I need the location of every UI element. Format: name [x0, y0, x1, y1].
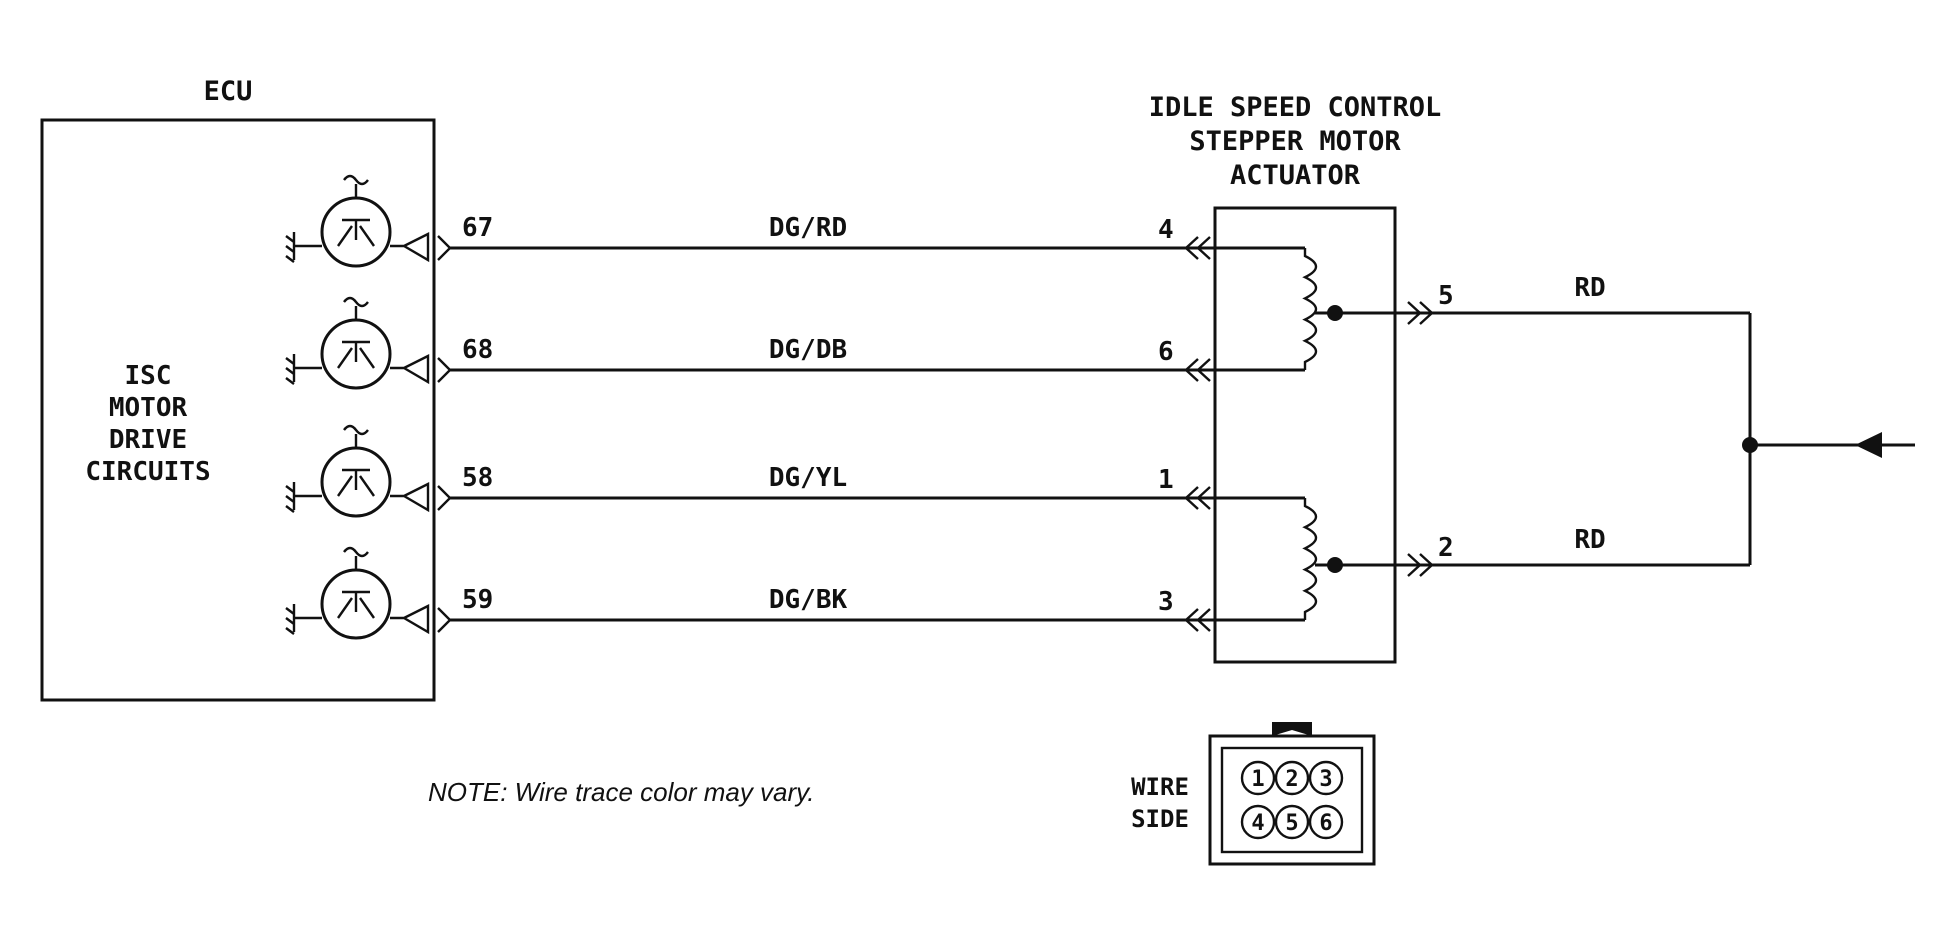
connector-pin-circle: [1240, 804, 1276, 840]
ecu-pin-label: 58: [462, 463, 493, 493]
connector-pin-circle: [1308, 804, 1344, 840]
actuator-pin-label: 1: [1158, 465, 1174, 495]
ecu-pin-label: 68: [462, 335, 493, 365]
transistor-base-lead-2: [343, 296, 369, 320]
wire-color-label: DG/DB: [769, 335, 847, 365]
actuator-pin-chevron-1: [1184, 236, 1211, 260]
ground-icon-3: [285, 482, 322, 513]
actuator-title-line-1: IDLE SPEED CONTROL: [1149, 92, 1442, 123]
connector-outer-shell: [1208, 734, 1376, 866]
actuator-pin-label: 4: [1158, 215, 1174, 245]
transistor-base-lead-3: [343, 424, 369, 448]
connector-chevron-pin5: [1407, 301, 1434, 325]
ecu-function-line-1: ISC: [125, 361, 172, 391]
connector-chevron-pin2: [1407, 553, 1434, 577]
ecu-pin-chevron-4: [437, 607, 452, 633]
ground-icon-1: [285, 232, 322, 263]
ecu-pin-chevron-3: [437, 485, 452, 511]
output-terminal-icon-3: [390, 482, 430, 513]
transistor-base-lead-4: [343, 546, 369, 570]
ecu-function-line-4: CIRCUITS: [85, 457, 210, 487]
actuator-pin-label: 3: [1158, 587, 1174, 617]
coil-leads-1: [1215, 246, 1305, 372]
connector-pin-number: 5: [1285, 811, 1298, 836]
output-terminal-icon-2: [390, 354, 430, 385]
connector-pin-circle: [1274, 760, 1310, 796]
output-terminal-icon-4: [390, 604, 430, 635]
connector-pin-circle: [1274, 804, 1310, 840]
actuator-pin-chevron-3: [1184, 486, 1211, 510]
transistor-symbol-3: [337, 468, 375, 497]
wire-color-label: DG/RD: [769, 213, 847, 243]
connector-pin-number: 6: [1319, 811, 1332, 836]
supply-circuit: 5 2 RD RD: [1335, 273, 1915, 577]
supply-wire-color-5: RD: [1574, 273, 1605, 303]
ecu-function-line-2: MOTOR: [109, 393, 188, 423]
splice-dot: [1742, 437, 1758, 453]
actuator-coils: [1215, 246, 1343, 622]
ecu-title: ECU: [204, 76, 253, 107]
supply-pin-label-2: 2: [1438, 533, 1454, 563]
actuator-title-line-2: STEPPER MOTOR: [1189, 126, 1401, 157]
ecu-pin-label: 67: [462, 213, 493, 243]
connector-label-line-1: WIRE: [1131, 773, 1189, 801]
transistor-base-lead-1: [343, 174, 369, 198]
coil-winding-2: [1302, 498, 1318, 620]
coil-winding-1: [1302, 248, 1318, 370]
connector-pin-number: 1: [1251, 767, 1264, 792]
actuator-box: [1213, 206, 1397, 664]
transistor-symbol-1: [337, 218, 375, 247]
ecu-pin-chevron-1: [437, 235, 452, 261]
actuator-title-line-3: ACTUATOR: [1230, 160, 1361, 191]
connector-pin-number: 2: [1285, 767, 1298, 792]
output-terminal-icon-1: [390, 232, 430, 263]
connector-pin-circle: [1240, 760, 1276, 796]
supply-feed-arrow: [1855, 432, 1882, 458]
supply-pin-label-5: 5: [1438, 281, 1454, 311]
connector-inner-shell: [1220, 746, 1364, 854]
wire-color-note: NOTE: Wire trace color may vary.: [428, 777, 814, 807]
supply-wire-color-2: RD: [1574, 525, 1605, 555]
actuator-pin-chevron-4: [1184, 608, 1211, 632]
actuator-pin-chevron-2: [1184, 358, 1211, 382]
ecu-function-line-3: DRIVE: [109, 425, 187, 455]
driver-transistors: [285, 174, 430, 640]
transistor-symbol-4: [337, 590, 375, 619]
connector-pin-number: 3: [1319, 767, 1332, 792]
ecu-pin-chevron-2: [437, 357, 452, 383]
wire-rows: 67 DG/RD 4 68 DG/DB 6 58 DG/YL 1 59 DG/BK 3: [437, 213, 1215, 633]
actuator-pin-label: 6: [1158, 337, 1174, 367]
connector-label-line-2: SIDE: [1131, 805, 1189, 833]
ecu-box: [40, 118, 436, 702]
wire-color-label: DG/BK: [769, 585, 848, 615]
connector-pin-circle: [1308, 760, 1344, 796]
coil-leads-2: [1215, 496, 1305, 622]
connector-pin-number: 4: [1251, 811, 1264, 836]
transistor-symbol-2: [337, 340, 375, 369]
ecu-pin-label: 59: [462, 585, 493, 615]
ground-icon-2: [285, 354, 322, 385]
ground-icon-4: [285, 604, 322, 635]
wire-color-label: DG/YL: [769, 463, 847, 493]
connector-latch-icon: [1272, 722, 1312, 736]
